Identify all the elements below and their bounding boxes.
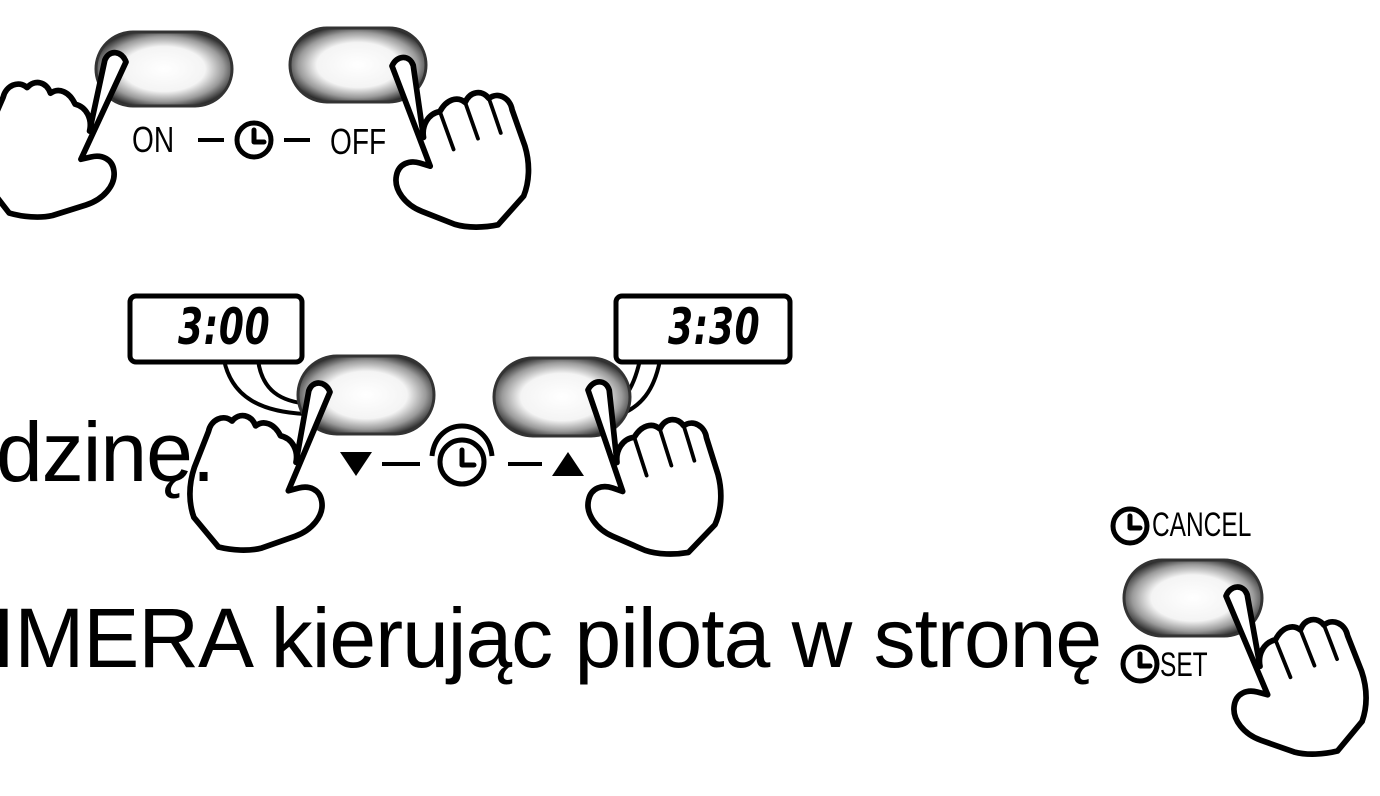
lcd-down-value: 3:00 <box>178 298 271 356</box>
on-label: ON <box>132 119 175 160</box>
callout-pointer <box>222 359 311 416</box>
lcd-display-up <box>613 293 793 365</box>
clock-icon <box>1113 509 1147 543</box>
timer-cancel-set-button[interactable] <box>1122 558 1264 638</box>
instruction-text-hour: dzinę. <box>0 405 215 499</box>
on-button[interactable] <box>94 30 234 108</box>
alarm-clock-icon <box>429 423 495 487</box>
clock-icon <box>1123 647 1157 681</box>
triangle-up-icon <box>552 452 584 476</box>
triangle-down-icon <box>340 452 372 476</box>
off-button[interactable] <box>288 26 428 104</box>
clock-icon <box>237 123 271 157</box>
cancel-label: CANCEL <box>1152 506 1252 544</box>
off-label: OFF <box>330 121 387 162</box>
instruction-text-timer: IMERA kierując pilota w stronę <box>0 591 1102 685</box>
lcd-up-value: 3:30 <box>668 298 761 356</box>
set-label: SET <box>1160 646 1208 684</box>
hour-down-button[interactable] <box>296 354 436 436</box>
lcd-display-down <box>127 293 305 365</box>
